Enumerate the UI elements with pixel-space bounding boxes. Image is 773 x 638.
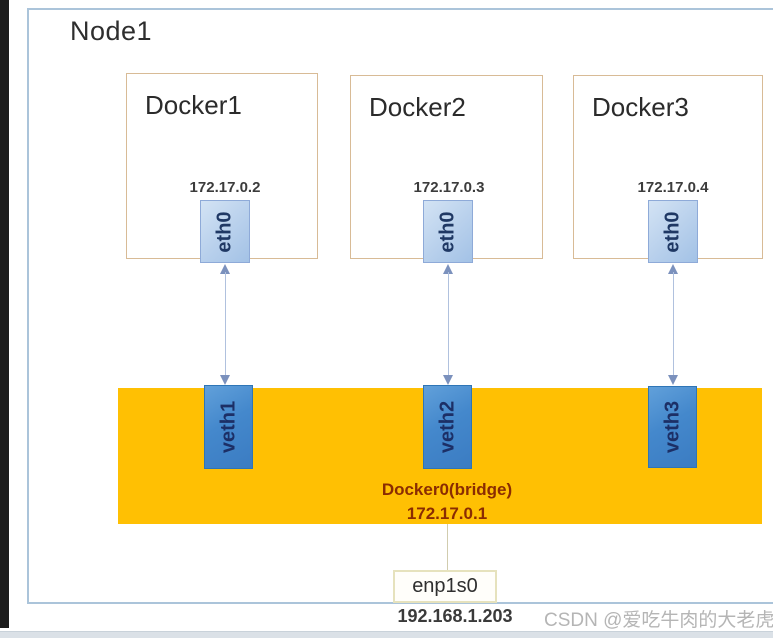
left-black-bar bbox=[0, 0, 9, 628]
arrow-down-icon bbox=[668, 375, 678, 385]
arrow-up-icon bbox=[220, 264, 230, 274]
connector-line bbox=[673, 272, 674, 377]
veth3-box: veth3 bbox=[648, 386, 697, 468]
container-ip-label: 172.17.0.4 bbox=[637, 179, 709, 196]
connector-arrow-docker1 bbox=[219, 264, 231, 385]
connector-line bbox=[225, 272, 226, 377]
container-title: Docker3 bbox=[592, 92, 689, 122]
container-title: Docker1 bbox=[145, 90, 242, 120]
eth0-interface-box-docker2: eth0 bbox=[423, 200, 473, 263]
connector-arrow-docker3 bbox=[667, 264, 679, 385]
veth3-label: veth3 bbox=[661, 400, 683, 454]
bottom-gray-bar bbox=[0, 631, 773, 638]
eth0-label: eth0 bbox=[661, 210, 684, 253]
veth2-box: veth2 bbox=[423, 385, 472, 469]
bridge-name-label: Docker0(bridge) bbox=[381, 480, 513, 499]
host-ip-label: 192.168.1.203 bbox=[397, 606, 513, 626]
arrow-down-icon bbox=[220, 375, 230, 385]
arrow-down-icon bbox=[443, 375, 453, 385]
arrow-up-icon bbox=[668, 264, 678, 274]
bridge-ip-label: 172.17.0.1 bbox=[406, 504, 488, 523]
connector-arrow-docker2 bbox=[442, 264, 454, 385]
bridge-to-host-line bbox=[447, 524, 448, 571]
eth0-label: eth0 bbox=[213, 210, 236, 253]
container-ip-label: 172.17.0.2 bbox=[189, 179, 261, 196]
node1-label: Node1 bbox=[70, 16, 153, 46]
enp1s0-interface-box: enp1s0 bbox=[393, 570, 497, 603]
container-title: Docker2 bbox=[369, 92, 466, 122]
eth0-interface-box-docker3: eth0 bbox=[648, 200, 698, 263]
bridge-caption: Docker0(bridge) 172.17.0.1 bbox=[347, 480, 547, 524]
eth0-interface-box-docker1: eth0 bbox=[200, 200, 250, 263]
eth0-label: eth0 bbox=[436, 210, 459, 253]
veth1-box: veth1 bbox=[204, 385, 253, 469]
container-ip-label: 172.17.0.3 bbox=[413, 179, 485, 196]
arrow-up-icon bbox=[443, 264, 453, 274]
csdn-watermark: CSDN @爱吃牛肉的大老虎 bbox=[544, 610, 773, 631]
connector-line bbox=[448, 272, 449, 377]
veth1-label: veth1 bbox=[217, 400, 239, 454]
veth2-label: veth2 bbox=[436, 400, 458, 454]
